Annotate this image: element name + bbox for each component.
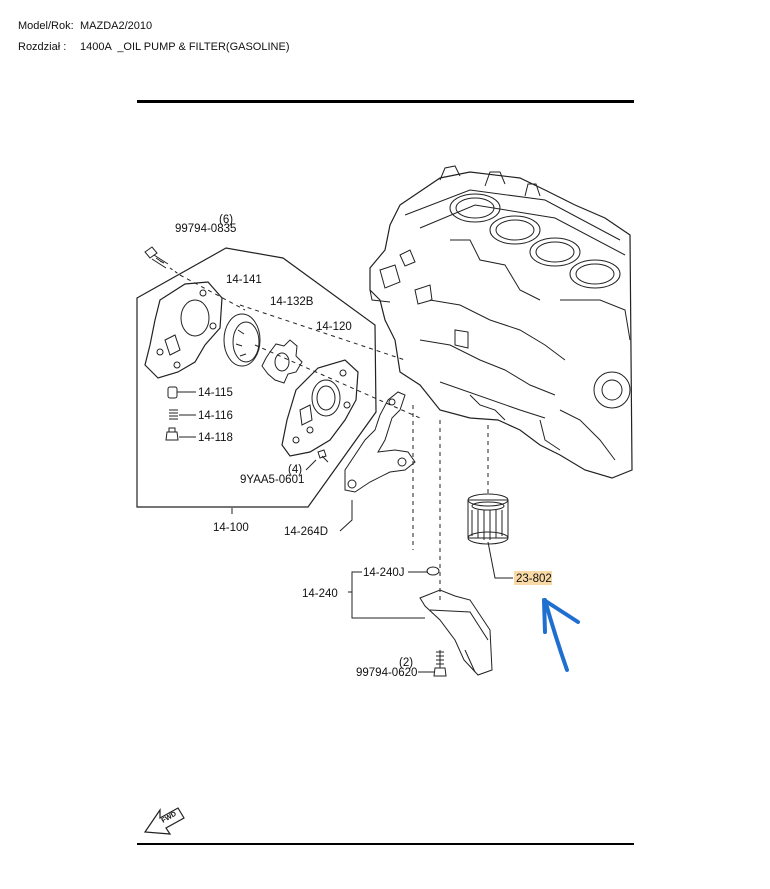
plunger-part-label: 14-115 — [198, 387, 233, 399]
screw-qty-label: (4) — [288, 464, 302, 476]
inner-gear — [261, 339, 303, 384]
dashed-leaders — [179, 274, 489, 600]
pump-assembly-outline — [136, 247, 377, 508]
oring-part-label: 14-240J — [363, 567, 405, 579]
strainer-part-label: 14-240 — [302, 588, 338, 600]
oil-strainer — [348, 566, 493, 676]
screw-0601 — [305, 449, 329, 471]
oil-filter — [467, 493, 513, 579]
pump-assy-label: 14-100 — [213, 522, 249, 534]
model-label: Model/Rok: — [18, 20, 74, 32]
bolt-0620 — [418, 650, 447, 677]
spring-part-label: 14-116 — [198, 410, 233, 422]
header-section-row: Rozdział : 1400A _OIL PUMP & FILTER(GASOL… — [18, 41, 289, 53]
spring — [169, 409, 196, 420]
rotor-part-label: 14-132B — [270, 296, 314, 308]
bolt-qty-label: (6) — [219, 214, 233, 226]
plunger — [167, 386, 196, 399]
model-value: MAZDA2/2010 — [80, 20, 153, 32]
gasket-part-label: 14-264D — [284, 526, 328, 538]
section-value: 1400A _OIL PUMP & FILTER(GASOLINE) — [80, 41, 290, 53]
engine-block — [369, 165, 633, 479]
fwd-arrow-icon — [143, 807, 185, 835]
body-part-label: 14-120 — [316, 321, 352, 333]
strainer-bolt-part-label: 99794-0620 — [356, 667, 417, 679]
gasket — [339, 391, 416, 532]
header-model-row: Model/Rok: MAZDA2/2010 — [18, 20, 152, 32]
section-label: Rozdział : — [18, 41, 67, 53]
strainer-bolt-qty-label: (2) — [399, 657, 413, 669]
filter-part-label: 23-802 — [516, 573, 552, 585]
filter-highlight — [514, 571, 552, 585]
plug — [165, 427, 196, 441]
top-rule — [137, 100, 634, 103]
bottom-rule — [137, 843, 634, 845]
screw-part-label: 9YAA5-0601 — [240, 474, 304, 486]
outer-rotor — [223, 313, 261, 367]
cover-part-label: 14-141 — [226, 274, 262, 286]
plug-part-label: 14-118 — [198, 432, 233, 444]
pump-cover — [144, 281, 223, 379]
blue-pointer-arrow-icon — [542, 598, 580, 672]
bolt-part-label: 99794-0835 — [175, 223, 236, 235]
bolt-0835 — [144, 246, 181, 276]
pump-body — [281, 359, 359, 457]
